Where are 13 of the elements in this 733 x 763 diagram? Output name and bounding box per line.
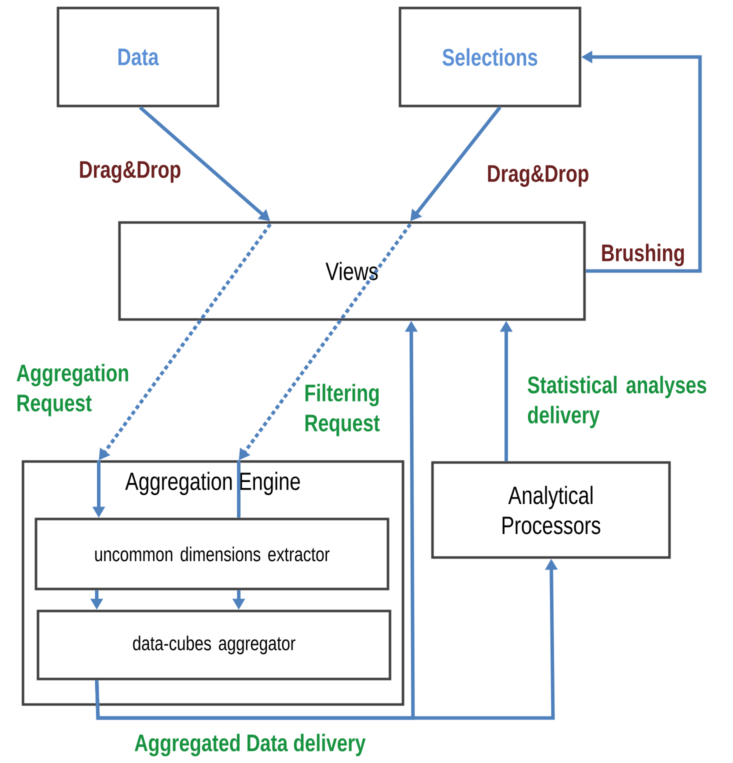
edge-label: Filtering Request bbox=[305, 384, 380, 436]
source-box: Data bbox=[56, 6, 220, 108]
process-box: Analytical Processors bbox=[431, 461, 671, 559]
edge-label: Aggregated Data delivery bbox=[134, 734, 366, 756]
process-box: Views bbox=[118, 221, 586, 321]
process-box: uncommon dimensions extractor bbox=[34, 518, 390, 590]
edge-label: Statistical analyses delivery bbox=[528, 376, 706, 428]
edge-label: Brushing bbox=[602, 244, 684, 266]
process-box: data-cubes aggregator bbox=[36, 610, 392, 680]
edge-label: Drag&Drop bbox=[488, 165, 588, 187]
edge-label: Aggregation Request bbox=[16, 364, 128, 416]
edge-label: Drag&Drop bbox=[80, 161, 180, 183]
source-box: Selections bbox=[398, 6, 582, 108]
